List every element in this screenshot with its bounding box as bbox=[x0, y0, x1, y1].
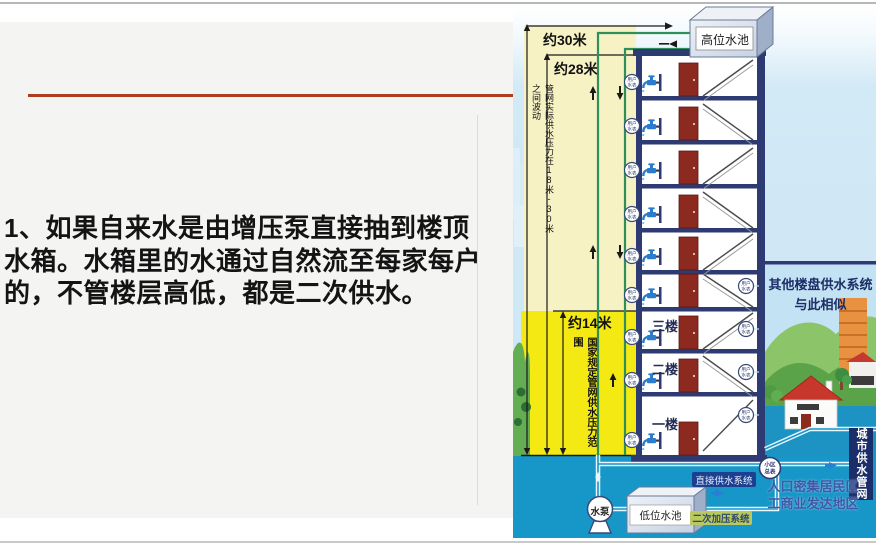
dimension-14m: 约14米 bbox=[568, 315, 612, 331]
svg-text:小区: 小区 bbox=[764, 461, 776, 469]
direct-supply-label: 直接供水系统 bbox=[692, 472, 756, 487]
dimension-28m: 约28米 bbox=[554, 61, 598, 77]
panel-top-border bbox=[757, 261, 876, 265]
trees bbox=[763, 368, 852, 402]
water-flow-arrows bbox=[710, 462, 857, 511]
stairs-shadow bbox=[702, 64, 754, 398]
body-text: 1、如果自来水是由增压泵直接抽到楼顶水箱。水箱里的水通过自然流至每家每户的，不管… bbox=[4, 213, 482, 308]
other-systems-note-line1: 其他楼盘供水系统 bbox=[768, 277, 873, 292]
floor-slabs bbox=[642, 96, 757, 397]
floor-label-2: 二楼 bbox=[652, 362, 679, 377]
bright-yellow-band bbox=[521, 311, 636, 456]
secondary-pressure-label: 二次加压系统 bbox=[690, 511, 752, 525]
accent-divider-line bbox=[28, 94, 513, 97]
scenery-panel bbox=[763, 264, 876, 456]
pump-label: 水泵 bbox=[590, 507, 610, 518]
dimension-arrowheads bbox=[523, 22, 677, 455]
master-meter: 小区 总表 bbox=[758, 456, 782, 480]
city-silhouette bbox=[513, 148, 526, 247]
pressure-note: 管网实际供水压力在18米-30米之间波动 bbox=[531, 84, 554, 233]
svg-text:总表: 总表 bbox=[764, 468, 776, 476]
pump bbox=[586, 495, 614, 534]
doors bbox=[678, 62, 699, 456]
floor-label-3: 三楼 bbox=[652, 319, 679, 334]
area-note-line1: 人口密集居民区 bbox=[767, 479, 859, 494]
white-house bbox=[778, 375, 844, 430]
area-note-line2: 工商业发达地区 bbox=[767, 496, 859, 511]
high-tank bbox=[688, 5, 775, 59]
red-roof-building bbox=[846, 352, 876, 388]
window-top-border bbox=[0, 2, 876, 4]
water-supply-diagram: 用户 水表 bbox=[513, 0, 876, 538]
low-tank bbox=[625, 486, 708, 534]
textbox-edge-line bbox=[477, 115, 478, 505]
other-systems-note-line2: 与此相似 bbox=[794, 297, 847, 312]
dimension-30m: 约30米 bbox=[543, 32, 587, 48]
inlet-arrow bbox=[595, 472, 601, 482]
high-tank-label: 高位水池 bbox=[700, 33, 749, 47]
city-network-box: 城市供水管网 bbox=[849, 428, 873, 500]
right-risers bbox=[737, 277, 759, 424]
left-hill bbox=[513, 342, 531, 456]
low-tank-label: 低位水池 bbox=[639, 510, 682, 522]
dimension-lines bbox=[526, 25, 665, 453]
diagram-graphics: 用户 水表 bbox=[513, 5, 876, 538]
floor-label-1: 一楼 bbox=[652, 417, 679, 432]
window-bottom-border bbox=[0, 541, 876, 543]
national-range-note: 国家规定管网供水压力范围 bbox=[571, 337, 596, 447]
pale-yellow-band bbox=[524, 25, 636, 312]
slide-background bbox=[0, 22, 513, 518]
